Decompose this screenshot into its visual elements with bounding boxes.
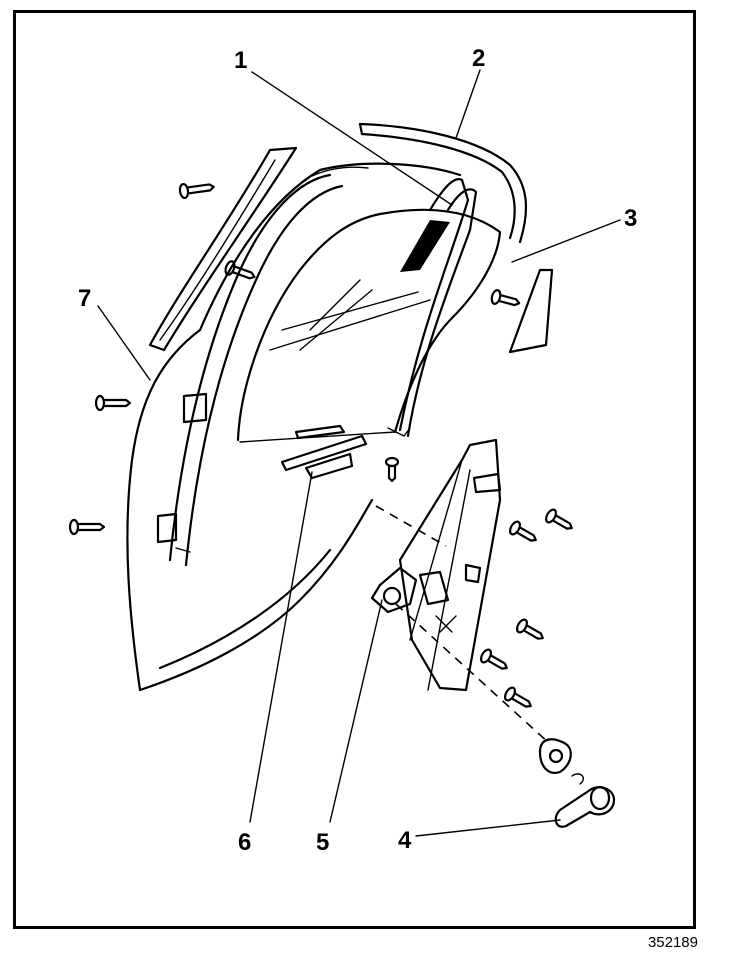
rear-corner-piece [508, 268, 554, 354]
upper-weatherstrip [358, 122, 528, 244]
diagram-frame [13, 10, 696, 929]
callout-4: 4 [398, 827, 412, 854]
screw-icon [544, 508, 573, 530]
front-trim-strip [148, 146, 298, 352]
window-regulator [370, 438, 502, 692]
alignment-lines [375, 505, 551, 745]
figure-number: 352189 [647, 934, 698, 951]
callout-7: 7 [78, 285, 91, 312]
screw-icon [384, 456, 400, 483]
window-crank-handle [554, 773, 616, 828]
rear-run-channel [387, 178, 478, 438]
callout-1: 1 [234, 47, 247, 74]
screw-icon [94, 394, 132, 412]
screw-icon [178, 182, 215, 200]
handle-bezel [538, 738, 572, 774]
screw-icon [479, 648, 508, 670]
screws [68, 182, 573, 708]
screw-icon [68, 518, 106, 536]
screw-icon [503, 686, 532, 708]
screw-icon [224, 260, 256, 280]
callout-2: 2 [472, 45, 485, 72]
callout-5: 5 [316, 829, 329, 856]
callout-3: 3 [624, 205, 637, 232]
screw-icon [490, 289, 521, 307]
screw-icon [508, 520, 537, 542]
front-run-channel [168, 173, 344, 567]
leader-lines [97, 69, 621, 837]
callout-6: 6 [238, 829, 251, 856]
glass-channel-bracket [280, 424, 368, 480]
front-brackets [156, 392, 208, 544]
screw-icon [515, 618, 544, 640]
window-glass [236, 208, 502, 443]
door-window-diagram: 1 2 3 4 5 6 7 [68, 45, 637, 856]
